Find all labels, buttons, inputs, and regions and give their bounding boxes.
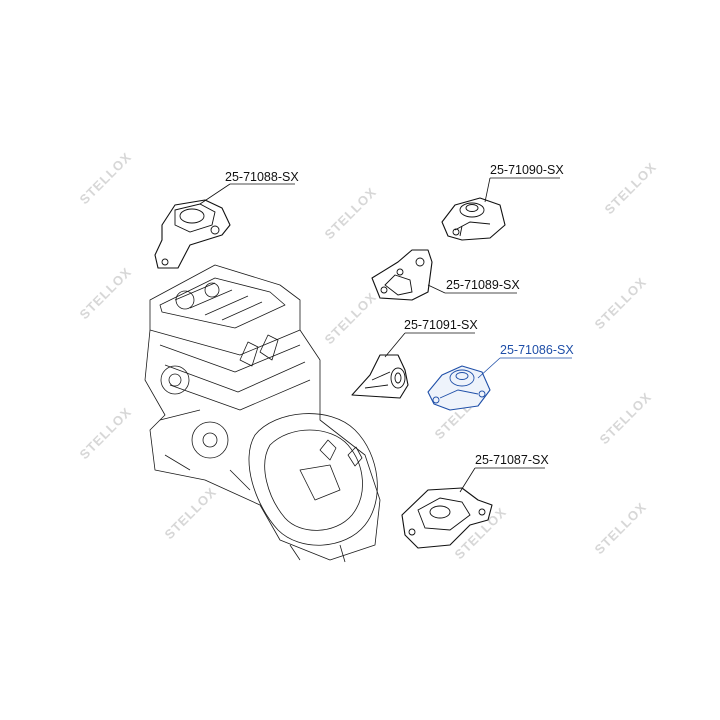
part-label: 25-71090-SX [490, 163, 564, 177]
part-label: 25-71088-SX [225, 170, 299, 184]
watermark-text: STELLOX [597, 389, 655, 447]
watermark-text: STELLOX [162, 484, 220, 542]
part-25-71089-sx[interactable]: 25-71089-SX [371, 249, 520, 301]
part-label: 25-71091-SX [404, 318, 478, 332]
part-label: 25-71086-SX [500, 343, 574, 357]
watermark-text: STELLOX [592, 274, 650, 332]
engine-illustration [144, 264, 381, 563]
watermark-text: STELLOX [322, 184, 380, 242]
part-25-71091-sx[interactable]: 25-71091-SX [351, 318, 478, 399]
part-label: 25-71089-SX [446, 278, 520, 292]
part-label: 25-71087-SX [475, 453, 549, 467]
watermark-text: STELLOX [77, 264, 135, 322]
watermark-text: STELLOX [602, 159, 660, 217]
watermark-text: STELLOX [77, 149, 135, 207]
watermark-text: STELLOX [592, 499, 650, 557]
watermark-text: STELLOX [77, 404, 135, 462]
part-25-71090-sx[interactable]: 25-71090-SX [441, 163, 564, 241]
watermark-text: STELLOX [322, 289, 380, 347]
part-25-71088-sx[interactable]: 25-71088-SX [154, 170, 299, 269]
part-25-71087-sx[interactable]: 25-71087-SX [401, 453, 549, 549]
part-25-71086-sx[interactable]: 25-71086-SX [427, 343, 574, 411]
